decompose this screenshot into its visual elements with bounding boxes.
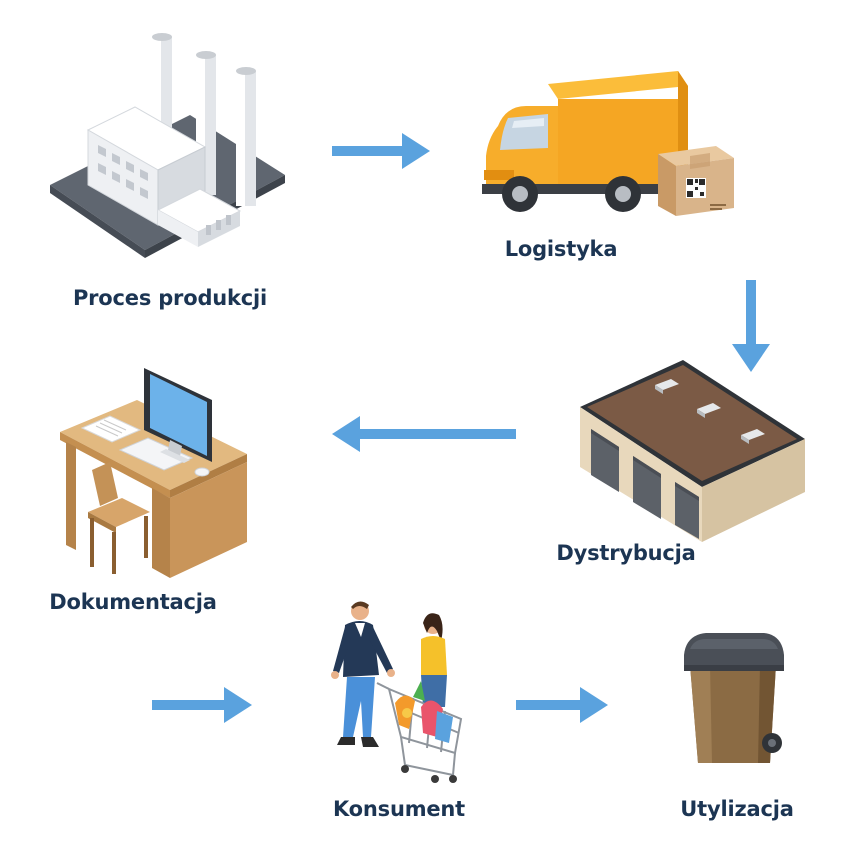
waste-bin-icon xyxy=(684,633,784,763)
arrow-left-icon xyxy=(332,416,516,452)
delivery-truck-icon xyxy=(482,71,734,216)
arrow-right-icon xyxy=(332,133,430,169)
stage-label-production: Proces produkcji xyxy=(72,286,268,310)
arrow-down-icon xyxy=(732,280,770,372)
stage-label-documentation: Dokumentacja xyxy=(49,590,217,614)
arrow-right-icon xyxy=(152,687,252,723)
computer-desk-icon xyxy=(60,368,247,578)
arrow-right-icon xyxy=(516,687,608,723)
shoppers-cart-icon xyxy=(331,601,463,783)
stage-label-disposal: Utylizacja xyxy=(680,797,794,821)
stage-label-consumer: Konsument xyxy=(332,797,466,821)
stage-label-distribution: Dystrybucja xyxy=(556,541,696,565)
factory-icon xyxy=(50,33,285,258)
warehouse-icon xyxy=(580,360,805,542)
stage-label-logistics: Logistyka xyxy=(504,237,618,261)
